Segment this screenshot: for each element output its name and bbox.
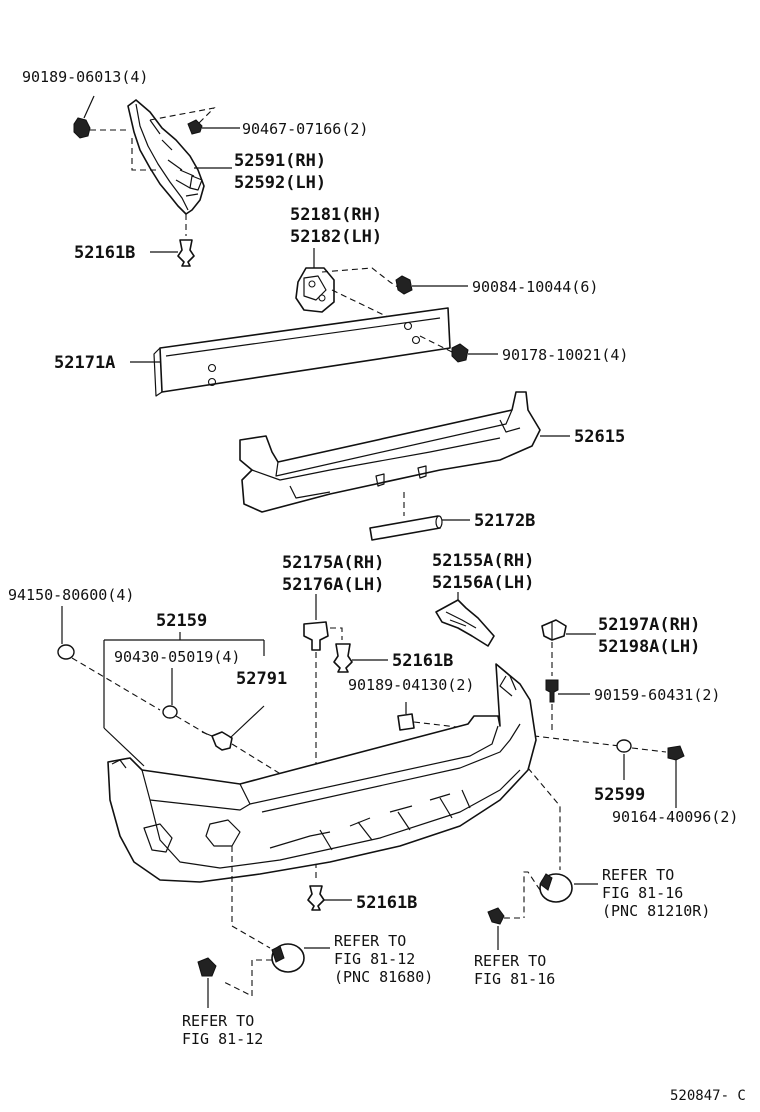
label-52592: 52592(LH) (234, 173, 326, 193)
pin-52161B-mid (333, 643, 353, 673)
label-52176A: 52176A(LH) (282, 575, 384, 595)
label-90084-10044: 90084-10044(6) (472, 278, 598, 296)
label-52181: 52181(RH) (290, 205, 382, 225)
label-52197A: 52197A(RH) (598, 615, 700, 635)
label-52161B-top: 52161B (74, 243, 135, 263)
label-52615: 52615 (574, 427, 625, 447)
label-52599: 52599 (594, 785, 645, 805)
fastener-52791 (201, 731, 233, 751)
label-52791: 52791 (236, 669, 287, 689)
screw-90164-40096 (667, 745, 685, 761)
ref-81-16-right-line1: REFER TO (602, 866, 674, 884)
screw-90467-07166 (187, 119, 203, 135)
label-90178-10021: 90178-10021(4) (502, 346, 628, 364)
ref-81-12-bottom-line2: FIG 81-12 (182, 1030, 263, 1048)
grommet-52599 (616, 739, 632, 753)
nut-90178-10021 (451, 343, 469, 363)
nut-94150-80600 (57, 644, 75, 660)
label-90430-05019: 90430-05019(4) (114, 648, 240, 666)
clip-90189-06013 (73, 117, 91, 139)
retainer-52175A (303, 621, 329, 651)
label-52171A: 52171A (54, 353, 115, 373)
ref-81-12-bottom-line1: REFER TO (182, 1012, 254, 1030)
label-90189-04130: 90189-04130(2) (348, 676, 474, 694)
label-52198A: 52198A(LH) (598, 637, 700, 657)
label-90159-60431: 90159-60431(2) (594, 686, 720, 704)
screw-reflector-right (487, 907, 505, 925)
retainer-52197A (541, 619, 567, 641)
ref-81-16-mid-line2: FIG 81-16 (474, 970, 555, 988)
clip-90189-04130 (397, 713, 415, 731)
ref-81-16-mid-line1: REFER TO (474, 952, 546, 970)
label-94150-80600: 94150-80600(4) (8, 586, 134, 604)
label-52161B-bottom: 52161B (356, 893, 417, 913)
label-52161B-mid: 52161B (392, 651, 453, 671)
label-52159: 52159 (156, 611, 207, 631)
ref-81-16-right-line2: FIG 81-16 (602, 884, 683, 902)
screw-90159-60431 (545, 679, 559, 703)
pin-52161B-bottom (307, 885, 325, 911)
rear-reflector-right (539, 873, 573, 903)
diagram-code: 520847- C (670, 1088, 746, 1104)
label-52591: 52591(RH) (234, 151, 326, 171)
ref-81-12-top-line2: FIG 81-12 (334, 950, 415, 968)
pin-52161B-top (177, 239, 195, 267)
pipe-52172B (369, 515, 443, 541)
reinforcement-bracket-52181 (295, 267, 335, 313)
rear-reflector-left (271, 943, 305, 973)
label-90467-07166: 90467-07166(2) (242, 120, 368, 138)
ref-81-12-top-line1: REFER TO (334, 932, 406, 950)
label-52182: 52182(LH) (290, 227, 382, 247)
label-52175A: 52175A(RH) (282, 553, 384, 573)
screw-reflector-left (197, 957, 217, 977)
rear-bumper-reinforcement (153, 307, 451, 397)
label-90164-40096: 90164-40096(2) (612, 808, 738, 826)
label-52155A: 52155A(RH) (432, 551, 534, 571)
bumper-energy-absorber (239, 391, 541, 513)
rear-bumper-side-bracket (127, 99, 205, 215)
label-52156A: 52156A(LH) (432, 573, 534, 593)
label-90189-06013: 90189-06013(4) (22, 68, 148, 86)
ref-81-12-top-line3: (PNC 81680) (334, 968, 433, 986)
ref-81-16-right-line3: (PNC 81210R) (602, 902, 710, 920)
label-52172B: 52172B (474, 511, 535, 531)
bolt-90084-10044 (395, 275, 413, 295)
rear-bumper-side-support (435, 599, 495, 647)
nut-90430-05019 (162, 705, 178, 719)
